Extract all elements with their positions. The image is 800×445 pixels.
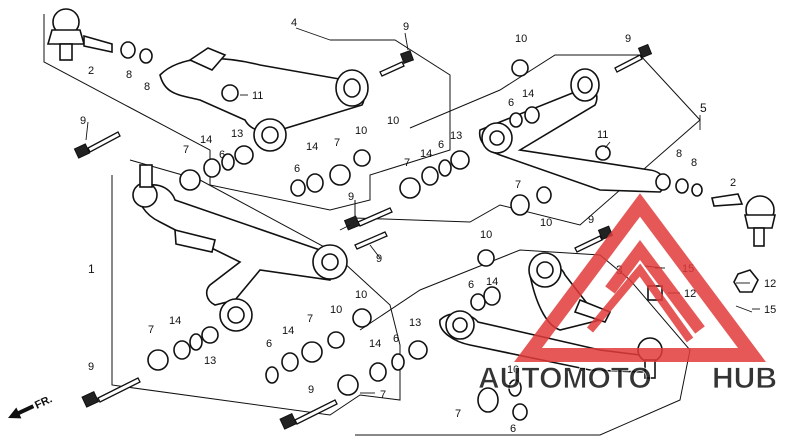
callout-14-c: 14 <box>522 88 534 100</box>
callout-12-b: 12 <box>764 278 776 290</box>
frame-upper-left <box>43 14 451 211</box>
callout-14-e: 14 <box>486 276 498 288</box>
ball-joint-right <box>711 193 777 247</box>
callout-6-d: 6 <box>438 139 444 151</box>
lower-arm-left <box>132 164 348 332</box>
watermark-text-b: HUB <box>712 362 777 395</box>
bushing-stack-f <box>265 308 372 384</box>
callout-7-h: 7 <box>455 408 461 420</box>
callout-2-right: 2 <box>730 177 736 189</box>
callout-5: 5 <box>700 101 707 115</box>
callout-6-e: 6 <box>468 279 474 291</box>
bolt-left <box>73 131 121 159</box>
watermark: AUTOMOTO HUB <box>478 193 777 395</box>
bolt-top-right <box>614 43 653 73</box>
callout-14-b: 14 <box>306 141 318 153</box>
callout-10-b: 10 <box>387 115 399 127</box>
callout-9-bottom-left: 9 <box>88 361 94 373</box>
callout-10-top: 10 <box>515 33 527 45</box>
callout-9-top: 9 <box>403 21 409 33</box>
callout-10-e: 10 <box>330 304 342 316</box>
callout-6-b: 6 <box>294 163 300 175</box>
watermark-text-a: AUTOMOTO <box>478 362 652 395</box>
cotter-pin-15-right <box>735 305 753 313</box>
callout-9-top-right: 9 <box>625 33 631 45</box>
callout-13-b: 13 <box>450 130 462 142</box>
callout-13-d: 13 <box>409 317 421 329</box>
callout-9-left: 9 <box>80 115 86 127</box>
callout-14-g: 14 <box>282 325 294 337</box>
callout-6-c: 6 <box>508 97 514 109</box>
callout-11-left: 11 <box>252 90 263 102</box>
callout-labels: 4 9 2 8 8 11 9 7 14 6 13 14 7 10 6 10 9 … <box>80 17 776 435</box>
callout-7-f: 7 <box>307 313 313 325</box>
callout-9-mid2: 9 <box>376 253 382 265</box>
bushing-stack-a <box>179 145 254 191</box>
bolt-mid <box>343 207 393 231</box>
callout-7-c: 7 <box>404 157 410 169</box>
callout-13-a: 13 <box>231 128 243 140</box>
callout-14-a: 14 <box>200 134 212 146</box>
callout-15-b: 15 <box>764 304 776 316</box>
callout-10-g: 10 <box>507 364 519 376</box>
bushing-stack-d <box>509 59 552 216</box>
bolt-top <box>379 49 415 77</box>
bushing-stack-h <box>470 249 528 421</box>
callout-2-left: 2 <box>88 65 94 77</box>
callout-7-d: 7 <box>515 179 521 191</box>
callout-7-b: 7 <box>334 137 340 149</box>
callout-7-a: 7 <box>183 144 189 156</box>
callout-4: 4 <box>291 17 297 29</box>
callout-9-bottom: 9 <box>308 384 314 396</box>
callout-10-c: 10 <box>540 217 552 229</box>
upper-arm-left <box>159 47 369 152</box>
callout-6-h: 6 <box>510 423 516 435</box>
callout-8a-right: 8 <box>676 148 682 160</box>
callout-7-g: 7 <box>380 389 386 401</box>
callout-12-a: 12 <box>684 288 696 300</box>
callout-10-f: 10 <box>355 289 367 301</box>
callout-9-right: 9 <box>588 214 594 226</box>
front-label: FR. <box>33 393 54 411</box>
ball-joint-left <box>46 8 153 64</box>
frame-lower-left <box>111 159 401 416</box>
callout-13-c: 13 <box>204 355 216 367</box>
callout-11-right: 11 <box>597 129 608 141</box>
callout-6-f: 6 <box>266 338 272 350</box>
callout-9-mid: 9 <box>348 191 354 203</box>
callout-8a-left: 8 <box>126 69 132 81</box>
callout-1: 1 <box>88 262 95 276</box>
bushing-stack-b <box>290 149 371 197</box>
callout-6-a: 6 <box>219 149 225 161</box>
upper-arm-right <box>478 68 703 197</box>
callout-7-e: 7 <box>148 324 154 336</box>
watermark-logo-icon <box>514 193 766 362</box>
bushing-stack-g <box>337 340 428 396</box>
callout-14-h: 14 <box>369 338 381 350</box>
bushing-stack-c <box>399 150 470 199</box>
bolt-bottom <box>279 399 338 430</box>
callout-6-g: 6 <box>393 333 399 345</box>
callout-8b-right: 8 <box>691 157 697 169</box>
front-direction-indicator: FR. <box>8 393 54 419</box>
nut-12-right <box>733 269 759 293</box>
bolt-bottom-left <box>81 377 141 408</box>
callout-10-d: 10 <box>480 229 492 241</box>
callout-8b-left: 8 <box>144 81 150 93</box>
bolt-mid2 <box>354 231 388 250</box>
bolts <box>73 43 653 430</box>
callout-14-f: 14 <box>169 315 181 327</box>
front-arrow-icon <box>8 404 35 419</box>
bushing-stack-e <box>147 326 219 371</box>
callout-10-a: 10 <box>355 125 367 137</box>
callout-14-d: 14 <box>420 148 432 160</box>
